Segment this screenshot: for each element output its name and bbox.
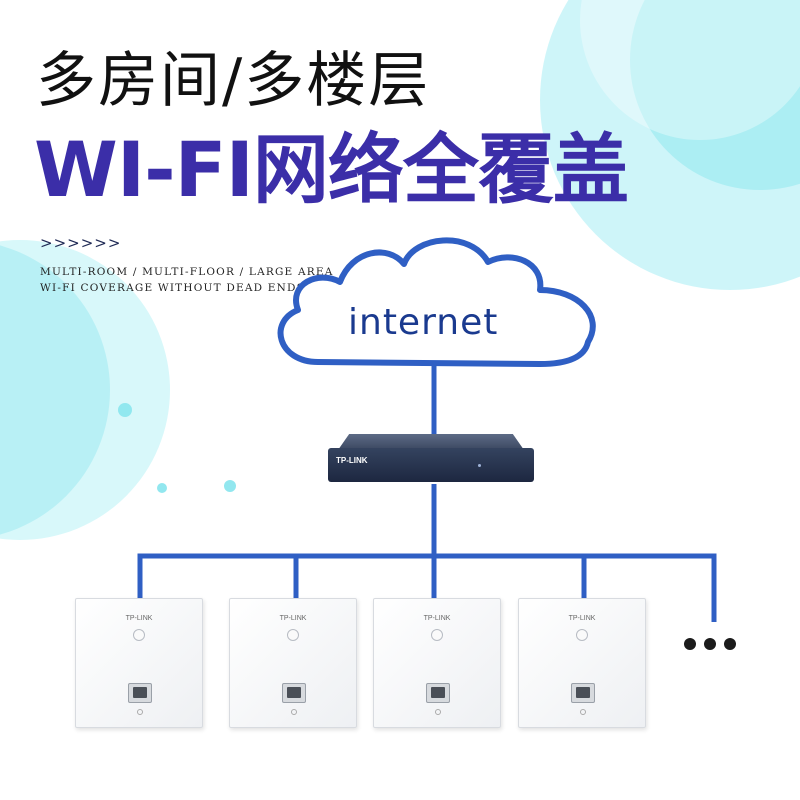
panel-status-led bbox=[576, 629, 588, 641]
more-devices-ellipsis-icon bbox=[684, 638, 740, 652]
ellipsis-dot bbox=[704, 638, 716, 650]
headline-multi-room: 多房间/多楼层 bbox=[36, 46, 431, 116]
panel-brand-label: TP-LINK bbox=[125, 615, 153, 622]
panel-status-led bbox=[133, 629, 145, 641]
panel-brand-label: TP-LINK bbox=[568, 615, 596, 622]
wall-access-point-4: TP-LINK bbox=[518, 598, 646, 728]
decorative-arrows: >>>>>> bbox=[40, 234, 122, 252]
panel-brand-label: TP-LINK bbox=[279, 615, 307, 622]
ethernet-port-icon bbox=[282, 683, 306, 703]
wall-access-point-3: TP-LINK bbox=[373, 598, 501, 728]
ethernet-port-icon bbox=[128, 683, 152, 703]
wall-access-point-2: TP-LINK bbox=[229, 598, 357, 728]
link-bus bbox=[137, 553, 717, 622]
ellipsis-dot bbox=[724, 638, 736, 650]
panel-indicator-dot bbox=[435, 709, 441, 715]
router-front-panel bbox=[328, 448, 534, 482]
ethernet-port-icon bbox=[571, 683, 595, 703]
panel-status-led bbox=[287, 629, 299, 641]
panel-brand-label: TP-LINK bbox=[423, 615, 451, 622]
panel-indicator-dot bbox=[137, 709, 143, 715]
router: TP-LINK bbox=[328, 434, 534, 484]
panel-status-led bbox=[431, 629, 443, 641]
router-top-surface bbox=[338, 434, 524, 450]
router-status-led bbox=[478, 464, 481, 467]
ethernet-port-icon bbox=[426, 683, 450, 703]
panel-indicator-dot bbox=[291, 709, 297, 715]
network-links bbox=[137, 364, 717, 622]
router-brand-label: TP-LINK bbox=[336, 456, 368, 465]
wall-access-point-1: TP-LINK bbox=[75, 598, 203, 728]
internet-label: internet bbox=[348, 302, 499, 343]
internet-cloud bbox=[277, 237, 596, 367]
caption-line-1: MULTI-ROOM / MULTI-FLOOR / LARGE AREA bbox=[40, 266, 334, 278]
panel-indicator-dot bbox=[580, 709, 586, 715]
caption-line-2: WI-FI COVERAGE WITHOUT DEAD ENDS bbox=[40, 282, 306, 294]
ellipsis-dot bbox=[684, 638, 696, 650]
headline-wifi-coverage: WI-FI网络全覆盖 bbox=[34, 125, 629, 214]
